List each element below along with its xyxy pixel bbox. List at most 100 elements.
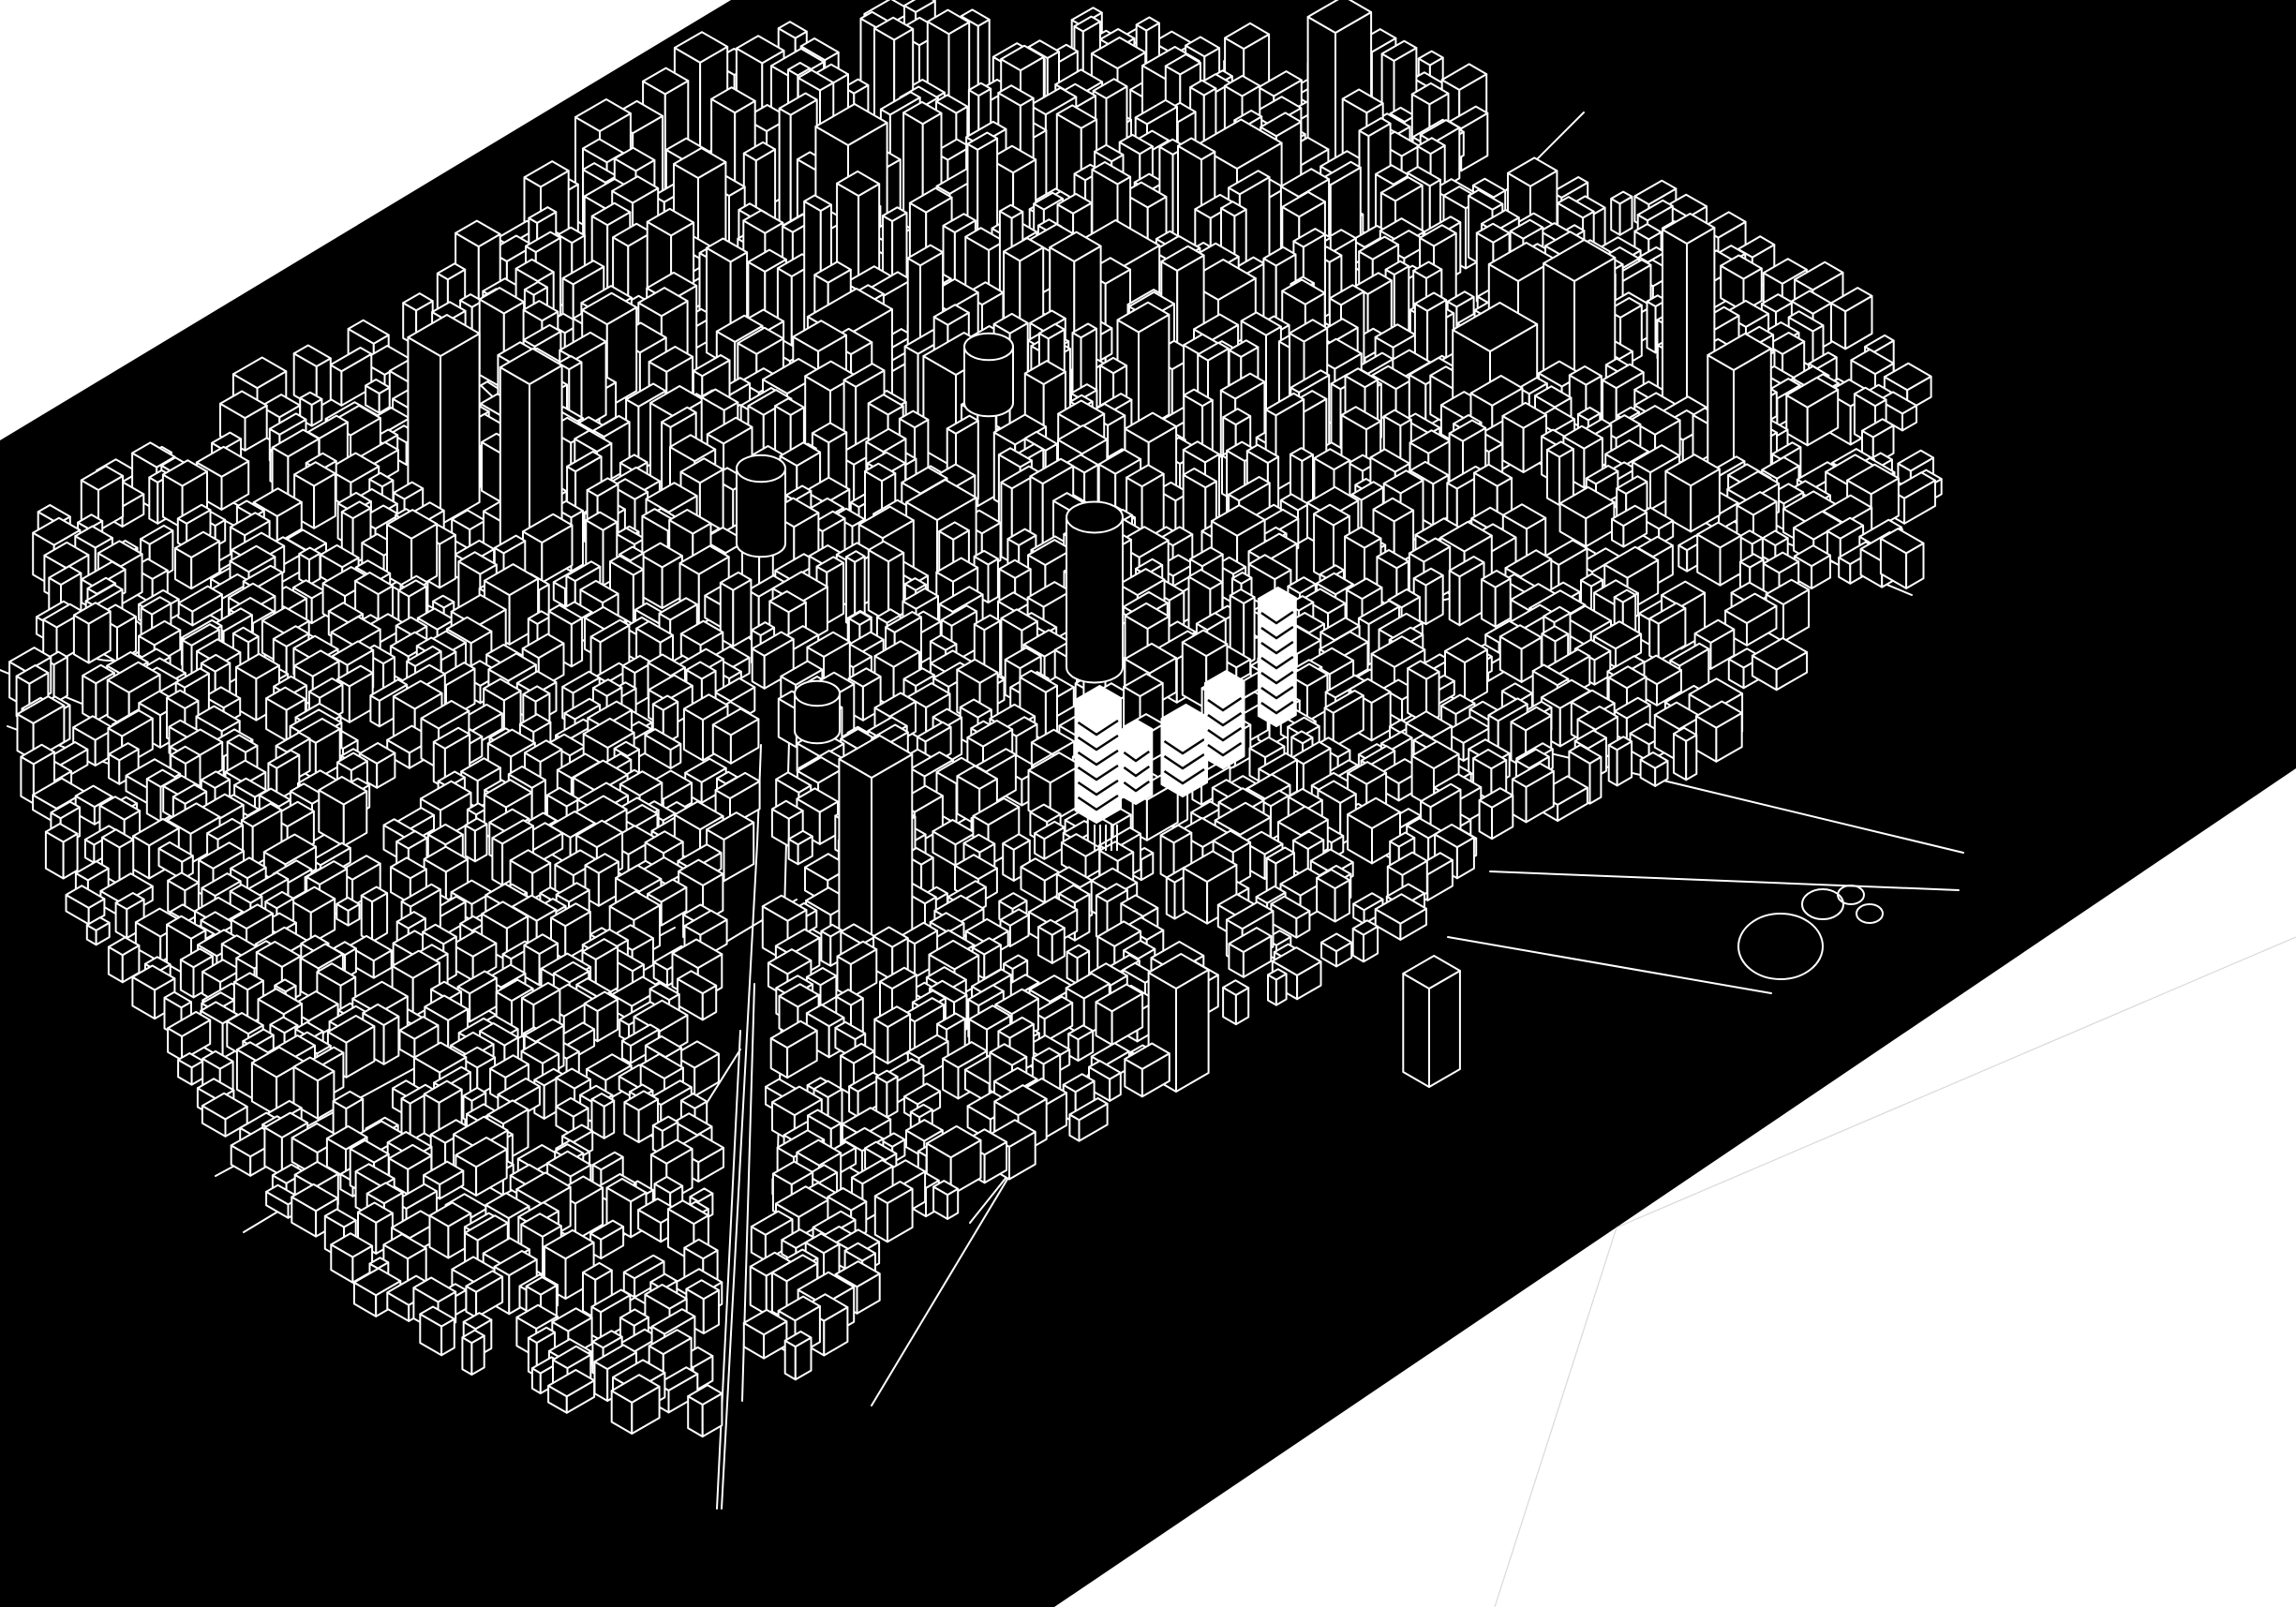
street-line: [716, 1030, 741, 1510]
building-roof: [673, 31, 729, 64]
building-block: [719, 571, 753, 647]
building-block: [1610, 190, 1633, 236]
building-roof: [873, 16, 915, 41]
building-roof: [797, 68, 835, 92]
building-roof: [1410, 82, 1450, 106]
building-block: [1664, 454, 1721, 533]
building-face-right: [987, 558, 999, 603]
building-block: [1696, 521, 1742, 587]
building-block: [1607, 736, 1633, 787]
building-roof: [1306, 0, 1373, 34]
park-oval: [1837, 885, 1865, 905]
building-face-right: [570, 617, 584, 668]
building-massing: [8, 0, 1943, 1438]
park-oval: [1856, 903, 1884, 924]
building-face-right: [1243, 596, 1256, 667]
building-face-left: [148, 476, 159, 525]
building-roof: [1610, 190, 1633, 205]
building-face-right: [1301, 454, 1314, 507]
building-roof: [787, 62, 812, 77]
edge-hint-line: [1494, 1227, 1618, 1607]
building-roof: [1419, 119, 1461, 144]
building-roof: [1228, 170, 1271, 196]
building-roof: [574, 98, 632, 132]
building-face-right: [1588, 755, 1603, 805]
building-roof: [1094, 143, 1125, 163]
building-roof: [960, 8, 991, 27]
building-face-right: [1685, 734, 1698, 781]
building-face-left: [1610, 198, 1621, 236]
building-block: [1639, 751, 1669, 787]
building-roof: [778, 92, 818, 116]
building-roof: [1379, 176, 1424, 202]
building-roof: [1471, 177, 1507, 199]
main-avenue-edge: [721, 744, 762, 1510]
building-roof: [967, 82, 992, 97]
building-block: [639, 542, 683, 609]
building-roof: [1070, 7, 1103, 26]
building-block: [365, 379, 391, 414]
building-roof: [1164, 53, 1201, 76]
building-roof: [1507, 156, 1558, 187]
building-roof: [710, 86, 756, 114]
building-roof: [799, 37, 840, 62]
building-block: [1673, 726, 1698, 781]
building-roof: [613, 146, 656, 172]
building-roof: [902, 100, 943, 126]
building-roof: [1134, 98, 1178, 126]
building-roof: [1417, 50, 1444, 67]
building-roof: [1185, 36, 1221, 58]
building-face-left: [1545, 449, 1561, 507]
building-roof: [1055, 104, 1098, 129]
building-roof: [1633, 179, 1677, 206]
building-face-right: [440, 333, 481, 526]
building-roof: [997, 84, 1035, 107]
building-roof: [1073, 15, 1101, 33]
building-roof: [735, 35, 785, 65]
building-roof: [1406, 166, 1441, 187]
street-line: [871, 1170, 1013, 1406]
building-roof: [1177, 137, 1216, 161]
building-roof: [523, 160, 570, 188]
edge-hint-line: [1616, 936, 2296, 1228]
building-roof: [1223, 74, 1261, 97]
building-roof: [1189, 79, 1217, 97]
building-block: [298, 546, 321, 587]
building-roof: [1416, 137, 1446, 156]
building-roof: [777, 21, 808, 39]
building-roof: [1135, 16, 1160, 32]
street-line: [1489, 870, 1960, 891]
building-face-left: [1648, 618, 1660, 662]
building-roof: [673, 147, 727, 179]
building-roof: [1029, 86, 1078, 116]
building-face-left: [1607, 744, 1618, 787]
building-roof: [1279, 168, 1331, 198]
building-roof: [1341, 88, 1384, 114]
building-face-right: [977, 402, 997, 508]
building-roof: [1000, 44, 1045, 72]
building-roof: [1557, 196, 1595, 219]
building-roof: [879, 91, 921, 116]
building-roof: [1375, 164, 1410, 186]
building-roof: [935, 94, 969, 114]
building-roof: [742, 141, 777, 162]
building-roof: [1380, 39, 1418, 62]
building-roof: [1258, 70, 1303, 97]
building-block: [1448, 556, 1485, 627]
building-roof: [1666, 193, 1708, 218]
street-line: [1447, 936, 1772, 994]
building-roof: [903, 0, 936, 13]
building-face-left: [1646, 300, 1657, 354]
building-roof: [1090, 37, 1147, 69]
building-block: [1501, 401, 1547, 473]
building-roof: [1118, 133, 1154, 156]
building-face-left: [778, 107, 792, 236]
building-block: [72, 602, 112, 664]
building-roof: [926, 8, 971, 36]
building-block: [1545, 440, 1574, 507]
building-roof: [1224, 22, 1271, 51]
building-block: [867, 540, 905, 623]
building-roof: [814, 103, 888, 146]
